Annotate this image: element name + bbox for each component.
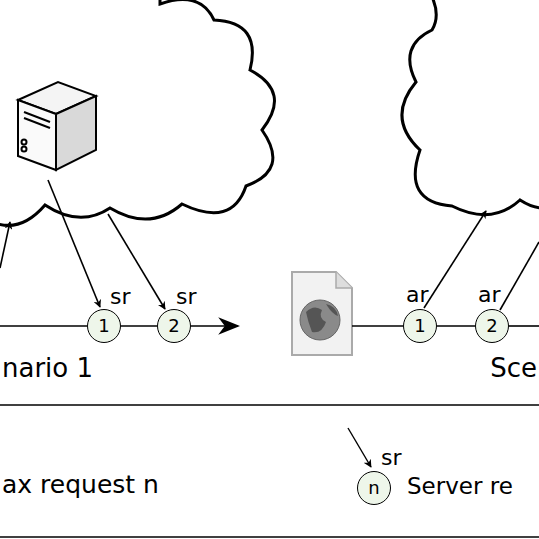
timeline-connector [121, 325, 157, 327]
cloud [402, 0, 539, 215]
timeline-connector [437, 325, 475, 327]
legend-text: Server re [407, 475, 513, 498]
request-circle: 1 [403, 309, 437, 343]
text-label: sr [110, 286, 131, 308]
legend-text: ax request n [2, 472, 159, 497]
request-circle: 1 [87, 309, 121, 343]
cloud [0, 0, 275, 225]
server-icon [18, 82, 96, 170]
web-page-icon [292, 272, 352, 355]
circle-number: 2 [168, 317, 179, 335]
circle-number: n [368, 479, 379, 497]
request-circle: n [357, 471, 391, 505]
circle-number: 1 [414, 317, 425, 335]
text-label: sr [381, 447, 402, 469]
text-label: ar [406, 284, 429, 306]
circle-number: 2 [486, 317, 497, 335]
text-label: Sce [490, 355, 537, 381]
circle-number: 1 [98, 317, 109, 335]
text-label: ar [478, 284, 501, 306]
text-label: nario 1 [2, 355, 93, 381]
request-circle: 2 [475, 309, 509, 343]
text-label: sr [176, 286, 197, 308]
request-circle: 2 [157, 309, 191, 343]
